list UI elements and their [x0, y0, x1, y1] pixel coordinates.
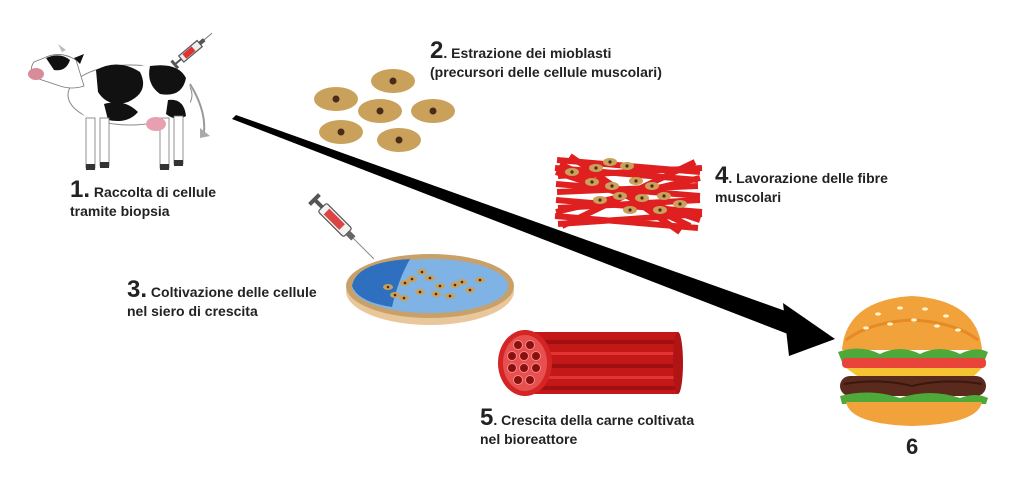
cow-icon	[28, 44, 210, 170]
muscle-fiber-icon	[554, 153, 703, 235]
step-3-dot: .	[140, 276, 148, 303]
cell-icon	[377, 128, 421, 152]
cell-icon	[613, 192, 627, 200]
cell-icon	[435, 283, 445, 289]
cell-icon	[314, 87, 358, 111]
step-3-line1: Coltivazione delle cellule	[150, 284, 317, 300]
muscle-bundle	[513, 375, 523, 385]
cell-icon	[445, 293, 455, 299]
cell-icon	[383, 284, 393, 290]
myoblast-cells	[314, 69, 455, 152]
cell-icon	[657, 192, 671, 200]
step-3-line2: nel siero di crescita	[127, 303, 258, 319]
cell-icon	[411, 99, 455, 123]
cell-icon	[407, 276, 417, 282]
step-1-line2: tramite biopsia	[70, 203, 170, 219]
step-6-number: 6	[906, 434, 919, 459]
step-2-number: 2	[430, 37, 444, 64]
petri-dish-icon	[346, 254, 514, 325]
cell-icon	[415, 289, 425, 295]
cell-icon	[400, 280, 410, 286]
step-4-line2: muscolari	[715, 189, 782, 205]
cell-icon	[623, 206, 637, 214]
muscle-bundle	[507, 363, 517, 373]
cell-icon	[465, 287, 475, 293]
cell-icon	[629, 177, 643, 185]
cell-icon	[593, 196, 607, 204]
cell-icon	[589, 164, 603, 172]
cell-icon	[371, 69, 415, 93]
cell-icon	[450, 282, 460, 288]
cell-icon	[653, 206, 667, 214]
process-arrow-icon	[232, 115, 835, 356]
cell-icon	[603, 158, 617, 166]
step-1-label: 1. Raccolta di cellule tramite biopsia	[70, 178, 217, 221]
step-1-number: 1	[70, 176, 84, 203]
step-5-dot: .	[493, 412, 502, 428]
muscle-bundle	[507, 351, 517, 361]
step-5-label: 5. Crescita della carne coltivata nel bi…	[480, 406, 695, 449]
step-2-line1: Estrazione dei mioblasti	[451, 45, 612, 61]
step-1-line1: Raccolta di cellule	[93, 184, 217, 200]
step-2-line2: (precursori delle cellule muscolari)	[430, 64, 662, 80]
muscle-bundle	[513, 340, 523, 350]
syringe-icon	[170, 32, 213, 70]
burger-icon	[838, 296, 988, 426]
muscle-bundle	[525, 375, 535, 385]
cell-icon	[319, 120, 363, 144]
step-2-label: 2. Estrazione dei mioblasti (precursori …	[430, 39, 662, 82]
step-5-line2: nel bioreattore	[480, 431, 578, 447]
cell-icon	[645, 182, 659, 190]
muscle-fiber	[555, 175, 701, 215]
muscle-bundle	[519, 363, 529, 373]
muscle-tissue-icon	[498, 330, 683, 396]
muscle-bundle	[531, 351, 541, 361]
cell-icon	[425, 275, 435, 281]
cell-icon	[457, 279, 467, 285]
step-4-number: 4	[715, 162, 729, 189]
muscle-bundle	[531, 363, 541, 373]
step-5-line1: Crescita della carne coltivata	[501, 412, 695, 428]
step-3-label: 3. Coltivazione delle cellule nel siero …	[127, 278, 317, 321]
step-4-line1: Lavorazione delle fibre	[736, 170, 888, 186]
muscle-bundle	[525, 340, 535, 350]
cell-icon	[620, 162, 634, 170]
step-4-dot: .	[728, 170, 737, 186]
step-1-dot: .	[83, 176, 91, 203]
muscle-bundle	[519, 351, 529, 361]
cell-icon	[431, 291, 441, 297]
cell-icon	[585, 178, 599, 186]
cell-icon	[565, 168, 579, 176]
step-4-label: 4. Lavorazione delle fibre muscolari	[715, 164, 888, 207]
cell-icon	[475, 277, 485, 283]
syringe-icon	[308, 193, 375, 260]
cell-icon	[605, 182, 619, 190]
step-2-dot: .	[443, 45, 452, 61]
cell-icon	[358, 99, 402, 123]
step-3-number: 3	[127, 276, 141, 303]
cell-icon	[417, 269, 427, 275]
cell-icon	[399, 295, 409, 301]
cell-icon	[673, 200, 687, 208]
cell-icon	[635, 194, 649, 202]
cell-icon	[390, 292, 400, 298]
step-5-number: 5	[480, 404, 494, 431]
